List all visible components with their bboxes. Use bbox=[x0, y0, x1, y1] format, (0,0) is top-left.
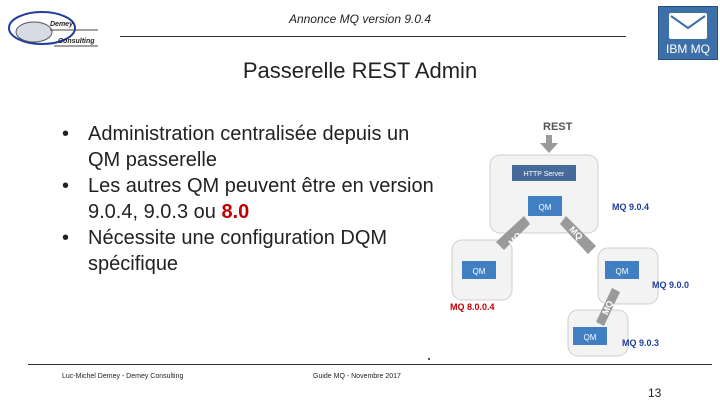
footer-guide: Guide MQ - Novembre 2017 bbox=[313, 373, 401, 380]
slide-title: Passerelle REST Admin bbox=[242, 58, 478, 83]
envelope-icon bbox=[669, 13, 707, 39]
http-server-label: HTTP Server bbox=[524, 171, 565, 178]
page-number: 13 bbox=[648, 386, 662, 400]
bullet-icon: • bbox=[62, 227, 70, 249]
bullet-icon: • bbox=[62, 123, 70, 145]
header-title: Annonce MQ version 9.0.4 bbox=[288, 12, 432, 26]
bullet-list: • Administration centralisée depuis un Q… bbox=[62, 121, 442, 277]
qm-box-left bbox=[462, 261, 496, 279]
version-label-center: MQ 9.0.4 bbox=[612, 202, 649, 212]
logo-graphic: Demey Consulting bbox=[8, 11, 98, 47]
topology-graphic: REST HTTP Server QM QM QM QM MQ MQ MQ MQ… bbox=[450, 121, 689, 357]
header-divider bbox=[120, 36, 626, 37]
footer-author: Luc-Michel Demey - Demey Consulting bbox=[62, 373, 184, 380]
decor-dot bbox=[428, 358, 430, 360]
bullet-text: Administration centralisée depuis un QM … bbox=[88, 123, 410, 171]
ibm-mq-logo-text: IBM MQ bbox=[666, 42, 710, 56]
ibm-mq-logo: IBM MQ bbox=[658, 6, 718, 60]
bullet-item: • Les autres QM peuvent être en version … bbox=[62, 173, 442, 225]
version-label-right: MQ 9.0.0 bbox=[652, 280, 689, 290]
mq-link-bottom bbox=[596, 288, 620, 326]
bullet-text: Nécessite une configuration DQM spécifiq… bbox=[88, 227, 388, 275]
mq-link-right bbox=[560, 216, 596, 254]
bullet-item: • Nécessite une configuration DQM spécif… bbox=[62, 225, 442, 277]
http-server-box bbox=[512, 165, 576, 181]
version-label-left: MQ 8.0.0.4 bbox=[450, 302, 495, 312]
version-label-bottom: MQ 9.0.3 bbox=[622, 338, 659, 348]
logo-text-consulting: Consulting bbox=[58, 38, 95, 45]
footer-divider bbox=[28, 364, 712, 365]
bullet-text: Les autres QM peuvent être en version 9.… bbox=[88, 175, 434, 223]
rest-label: REST bbox=[543, 121, 573, 133]
qm-label-bottom: QM bbox=[584, 333, 597, 342]
mq-link-left bbox=[496, 216, 530, 250]
qm-label-right: QM bbox=[616, 267, 629, 276]
topology-diagram: REST HTTP Server QM QM QM QM MQ MQ MQ MQ… bbox=[440, 110, 720, 360]
qm-box-bottom bbox=[573, 327, 607, 345]
bullet-highlight: 8.0 bbox=[221, 201, 250, 223]
qm-label-center: QM bbox=[539, 203, 552, 212]
logo-text-demey: Demey bbox=[50, 21, 74, 28]
demey-consulting-logo: Demey Consulting bbox=[6, 6, 106, 54]
bullet-item: • Administration centralisée depuis un Q… bbox=[62, 121, 442, 173]
qm-label-left: QM bbox=[473, 267, 486, 276]
qm-box-right bbox=[605, 261, 639, 279]
qm-box-center bbox=[528, 196, 562, 216]
bullet-icon: • bbox=[62, 175, 70, 197]
down-arrow-icon bbox=[540, 135, 558, 153]
